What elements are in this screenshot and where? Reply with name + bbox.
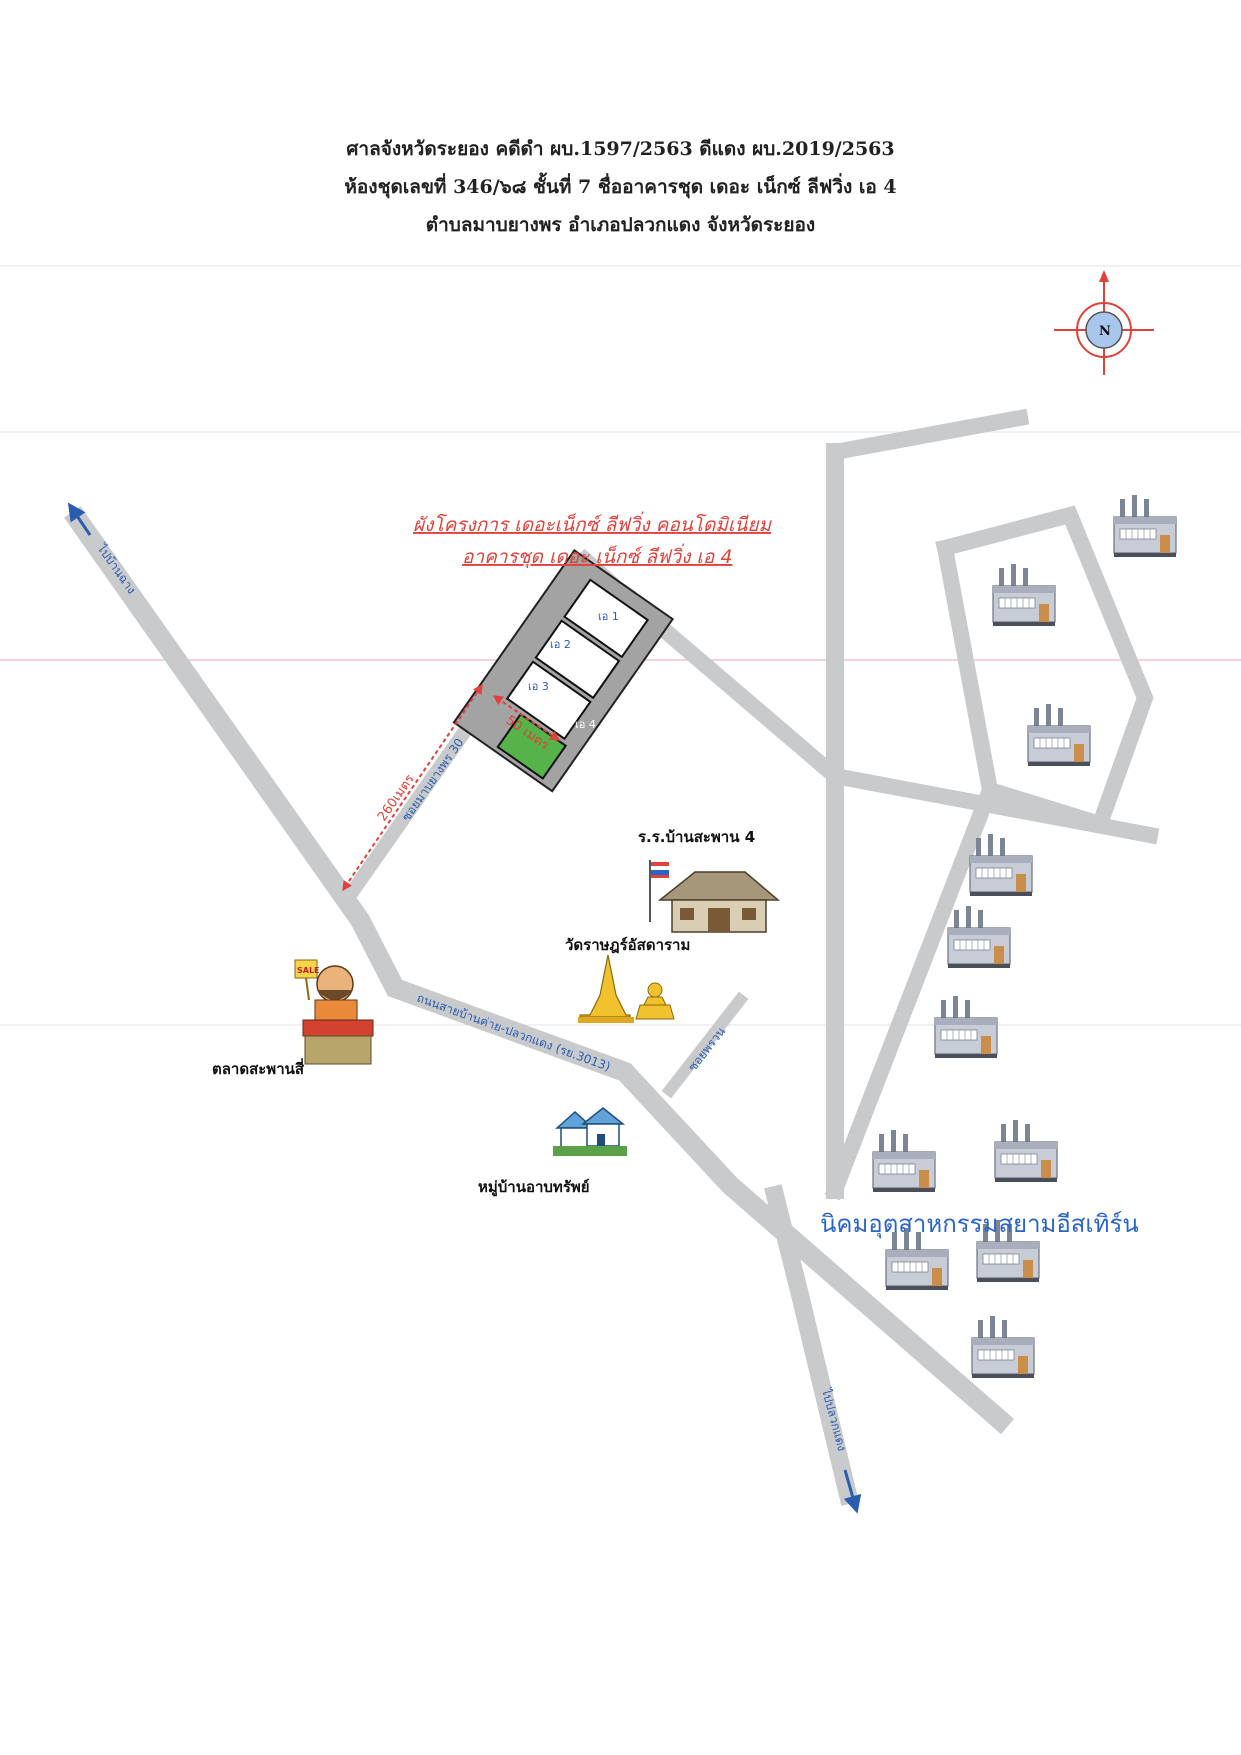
- school-icon: [649, 860, 781, 933]
- factory-icon: [947, 905, 1011, 969]
- factory-icon: [992, 563, 1056, 627]
- road-east-loop: [935, 505, 1154, 834]
- soi-short: [661, 991, 749, 1099]
- lot-a4-label: เอ 4: [575, 718, 596, 731]
- header-line-2: ห้องชุดเลขที่ 346/๖๘ ชั้นที่ 7 ชื่ออาคาร…: [344, 176, 897, 198]
- temple-icon: [578, 954, 675, 1023]
- industrial-estate-label: นิคมอุตสาหกรรมสยามอีสเทิร์น: [820, 1210, 1139, 1239]
- arrow-to-ban-chang: [67, 502, 92, 536]
- school-label: ร.ร.บ้านสะพาน 4: [638, 828, 755, 846]
- lot-a3-label: เอ 3: [528, 680, 549, 693]
- market-label: ตลาดสะพานสี่: [212, 1058, 305, 1078]
- lot-a1: [563, 578, 650, 659]
- road-label-main: ถนนสายบ้านค่าย-ปลวกแดง (รย.3013): [415, 991, 612, 1074]
- project-lots: [452, 548, 675, 793]
- factory-icon: [934, 995, 998, 1059]
- header-line-1: ศาลจังหวัดระยอง คดีดำ ผบ.1597/2563 ดีแดง…: [346, 138, 895, 160]
- distance-arrow-50m: [492, 695, 561, 741]
- lot-a1-label: เอ 1: [598, 610, 619, 623]
- project-subtitle: อาคารชุด เดอะ เน็กซ์ ลีฟวิ่ง เอ 4: [462, 543, 732, 568]
- header-line-3: ตำบลมาบยางพร อำเภอปลวกแดง จังหวัดระยอง: [425, 214, 816, 236]
- market-sign-text: SALE: [297, 966, 320, 975]
- road-to-pluak-daeng: [764, 1184, 859, 1506]
- project-title: ผังโครงการ เดอะเน็กซ์ ลีฟวิ่ง คอนโดมิเนี…: [413, 511, 772, 536]
- factory-icon: [1027, 703, 1091, 767]
- factory-icon: [872, 1129, 936, 1193]
- lot-a2-label: เอ 2: [550, 638, 571, 651]
- road-network: [64, 408, 1160, 1506]
- factory-icon: [994, 1119, 1058, 1183]
- factories: [872, 494, 1177, 1379]
- factory-icon: [1113, 494, 1177, 558]
- north-compass: N: [1054, 270, 1154, 375]
- lot-labels: เอ 1 เอ 2 เอ 3 เอ 4: [528, 610, 619, 731]
- market-vendor-icon: SALE: [294, 959, 374, 1065]
- road-label-soi-short: ซอยพรวน: [685, 1024, 728, 1073]
- lot-a2: [534, 619, 621, 700]
- temple-label: วัดราษฎร์อัสดาราม: [565, 936, 690, 954]
- arrow-to-pluak-daeng: [843, 1469, 862, 1514]
- road-top: [825, 408, 1030, 462]
- road-to-industrial: [824, 779, 1001, 1201]
- village-icon: [553, 1107, 627, 1156]
- distance-arrow-260m: [342, 683, 483, 892]
- village-label: หมู่บ้านอาบทรัพย์: [478, 1178, 590, 1197]
- compass-label: N: [1099, 324, 1111, 339]
- factory-icon: [971, 1315, 1035, 1379]
- factory-icon: [969, 833, 1033, 897]
